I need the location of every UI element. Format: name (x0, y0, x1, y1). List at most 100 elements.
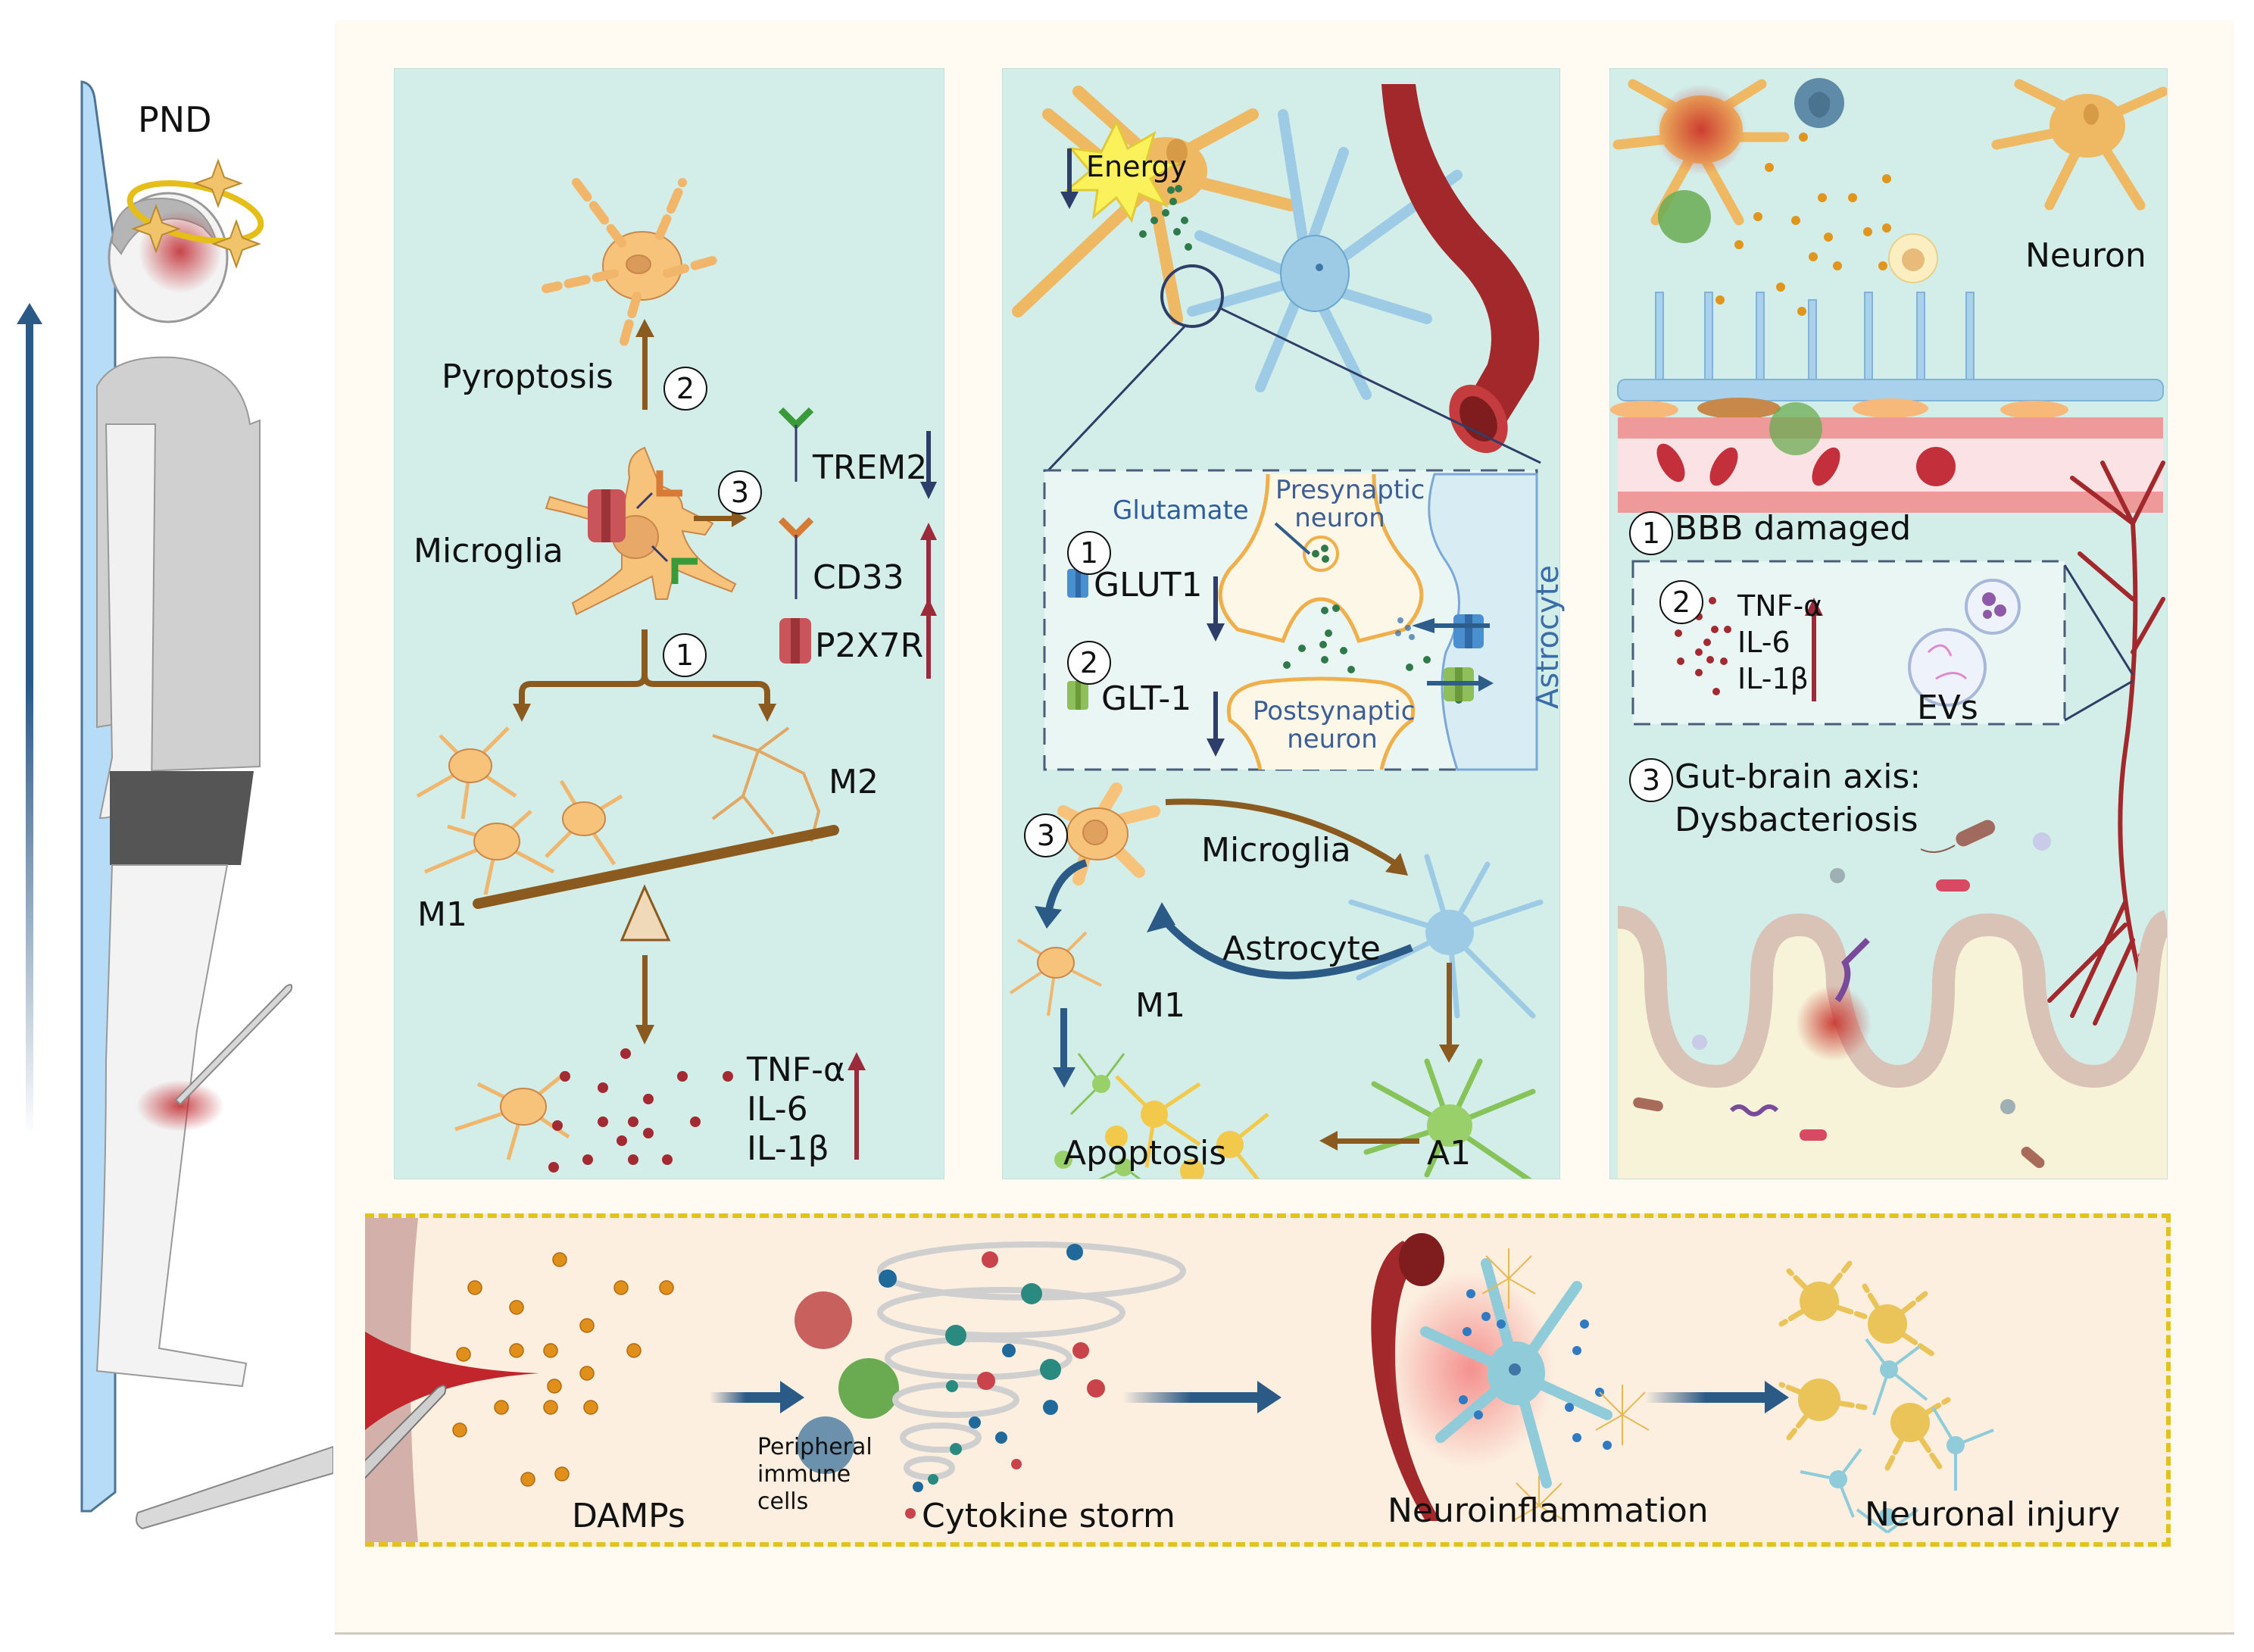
step-3-badge: 3 (1629, 758, 1673, 802)
microbe-dot (2033, 832, 2051, 851)
circ-il6: IL-6 (1737, 626, 1790, 659)
energy-burst-icon (1063, 119, 1181, 223)
cytokine-dots (548, 1048, 733, 1173)
arrow-to-cytokines (635, 955, 654, 1045)
trem2-down-arrow-shape (920, 431, 937, 499)
red-blood-cells (1656, 443, 1956, 486)
neuro-vessel (1371, 1241, 1441, 1521)
bbb-damaged-label: BBB damaged (1675, 509, 1912, 548)
a1-astrocyte (1363, 1058, 1536, 1179)
vessel-lumen (1618, 439, 2163, 492)
systemic-flow-band: DAMPs Peripheral immune cells Cytokine s… (365, 1213, 2171, 1547)
m1-label: M1 (417, 895, 467, 934)
pyroptotic-microglia (542, 178, 725, 354)
dizzy-stars (131, 158, 261, 269)
glt1-down-arrow (1207, 692, 1225, 757)
dizzy-halo (126, 180, 264, 244)
trem2-label: TREM2 (813, 448, 928, 487)
step-2-badge: 2 (1067, 641, 1111, 685)
crosstalk-m1-label: M1 (1135, 986, 1185, 1025)
neuron-top (1012, 86, 1297, 325)
ev-small-icon (1965, 579, 2021, 635)
astrocyte-top (1187, 109, 1463, 400)
arrow-to-pyroptosis (635, 319, 654, 410)
step-2-badge: 2 (663, 367, 707, 411)
patient-strip: PND (0, 0, 333, 1652)
cd33-up-arrow (920, 523, 937, 603)
patient-shorts (110, 771, 254, 865)
panel-bbb: Neuron 1 BBB damaged 2 TNF-α IL-6 IL-1β … (1609, 68, 2168, 1179)
p2x7r-up-arrow (920, 598, 937, 679)
glutamate-label: Glutamate (1113, 495, 1249, 526)
crosstalk-m1 (1009, 931, 1102, 1016)
peripheral-immune-cells-label: Peripheral immune cells (757, 1434, 873, 1515)
ev-large-icon (1908, 628, 1987, 707)
apoptosis-label: Apoptosis (1063, 1134, 1227, 1173)
m1-microglia-cluster (416, 726, 623, 895)
circulating-cytokine-dots (1675, 595, 1731, 695)
astrocyte-side-label: Astrocyte (1530, 565, 1566, 709)
astrocyte-illustration (1009, 84, 1544, 1179)
step-3-badge: 3 (718, 470, 762, 514)
neuro-astrocyte (1420, 1258, 1612, 1488)
m2-label: M2 (829, 763, 879, 801)
energy-label: Energy (1086, 150, 1188, 183)
cytokine-il6: IL-6 (747, 1090, 808, 1129)
neuron-label: Neuron (2025, 236, 2146, 275)
postsynaptic-terminal (1226, 676, 1416, 770)
astrocyte-endfeet (1617, 292, 2164, 401)
step-1-badge: 1 (1629, 511, 1673, 555)
step-1-badge: 1 (663, 633, 707, 677)
m2-microglia (711, 726, 821, 842)
step-3-badge: 3 (1024, 814, 1068, 857)
arrow-microglia-to-astrocyte (1165, 798, 1399, 867)
dysbacteriosis-label: Dysbacteriosis (1675, 801, 1918, 839)
apoptosis-cluster (1054, 1053, 1269, 1179)
arrow-to-m2 (758, 704, 776, 722)
damp-dots-brain (1715, 133, 1891, 316)
activated-microglia (545, 446, 737, 616)
pericytes (1610, 398, 2068, 419)
cytokine-tnf: TNF-α (747, 1051, 845, 1089)
scalpel (365, 1385, 447, 1479)
arrow-a1-to-apoptosis (1319, 1131, 1419, 1151)
p2x7r-channel (588, 489, 626, 542)
glutamate-dots (1139, 185, 1192, 251)
neuronal-injury-label: Neuronal injury (1865, 1495, 2121, 1534)
zoom-circle (1160, 264, 1224, 328)
arrow-astrocyte-to-m1 (1159, 914, 1413, 979)
immune-cell-blue (797, 1416, 854, 1474)
scalpel-bottom (136, 1445, 333, 1530)
flow-arrow-2 (1122, 1381, 1282, 1413)
energy-down-arrow (1060, 148, 1079, 209)
glut1-down-arrow (1207, 576, 1225, 642)
neuroinflammation-label: Neuroinflammation (1388, 1491, 1709, 1530)
panel-microglia: Pyroptosis 2 Microglia 3 TREM2 CD33 P2X7… (394, 68, 944, 1179)
pnd-label: PND (138, 99, 212, 140)
glut1-legend-icon (1067, 569, 1088, 598)
seesaw-beam (473, 825, 839, 909)
neuro-cytokine-dots (1459, 1289, 1612, 1450)
crosstalk-astrocyte (1348, 854, 1544, 1019)
bacterium-flagellated (1920, 820, 1996, 853)
pyroptosis-label: Pyroptosis (442, 358, 613, 396)
cytokine-storm-label: Cytokine storm (922, 1497, 1175, 1535)
crosstalk-astrocyte-label: Astrocyte (1222, 929, 1381, 968)
evs-label: EVs (1917, 689, 1978, 727)
arrow-microglia-to-m1 (1044, 859, 1088, 914)
gut-inflammation-glow (1796, 985, 1872, 1061)
cytokine-storm-tornado (877, 1241, 1186, 1480)
circ-il1b: IL-1β (1737, 662, 1809, 695)
cytokine-storm-dots (879, 1244, 1105, 1519)
cd33-receptor (656, 470, 682, 497)
spirochete-invading (1834, 938, 1870, 1003)
incision (365, 1332, 539, 1430)
arrow-to-receptors (694, 510, 747, 527)
endothelium-bottom (1618, 492, 2163, 513)
blood-vessel (1381, 84, 1540, 440)
arrow-to-m1 (513, 704, 531, 722)
flow-arrow-1 (710, 1381, 804, 1413)
cytokine-il1b: IL-1β (747, 1129, 829, 1168)
a1-label: A1 (1427, 1134, 1472, 1173)
bbb-illustration (1610, 78, 2167, 1179)
